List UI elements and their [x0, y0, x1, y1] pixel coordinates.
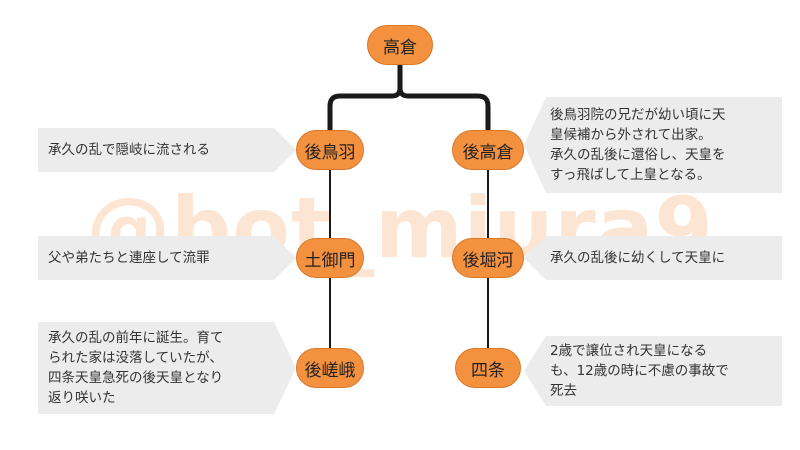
note-shijo-text: 2歳で譲位され天皇になる も、12歳の時に不慮の事故で 死去 [550, 343, 729, 399]
node-tsuchimikado: 土御門 [296, 238, 364, 278]
note-gohorikawa: 承久の乱後に幼くして天皇に [524, 236, 782, 280]
node-gotoba: 後鳥羽 [296, 130, 364, 170]
node-shijo: 四条 [455, 348, 521, 388]
note-tsuchimikado-text: 父や弟たちと連座して流罪 [48, 250, 210, 266]
node-takakura: 高倉 [367, 25, 433, 65]
note-gohorikawa-text: 承久の乱後に幼くして天皇に [550, 250, 726, 266]
node-gotakakura: 後高倉 [452, 130, 524, 170]
note-gotoba: 承久の乱で隠岐に流される [38, 128, 296, 172]
note-gotakakura: 後鳥羽院の兄だが幼い頃に天 皇候補から外されて出家。 承久の乱後に還俗し、天皇を… [524, 97, 782, 193]
note-gotoba-text: 承久の乱で隠岐に流される [48, 142, 210, 158]
note-gosaga-text: 承久の乱の前年に誕生。育て られた家は没落していたが、 四条天皇急死の後天皇とな… [48, 330, 224, 406]
root-branch-line [327, 61, 491, 133]
note-gosaga: 承久の乱の前年に誕生。育て られた家は没落していたが、 四条天皇急死の後天皇とな… [38, 322, 296, 414]
note-shijo: 2歳で譲位され天皇になる も、12歳の時に不慮の事故で 死去 [524, 336, 782, 406]
note-gotakakura-text: 後鳥羽院の兄だが幼い頃に天 皇候補から外されて出家。 承久の乱後に還俗し、天皇を… [550, 107, 726, 183]
node-gosaga: 後嵯峨 [296, 348, 364, 388]
note-tsuchimikado: 父や弟たちと連座して流罪 [38, 236, 296, 280]
node-gohorikawa: 後堀河 [452, 238, 524, 278]
